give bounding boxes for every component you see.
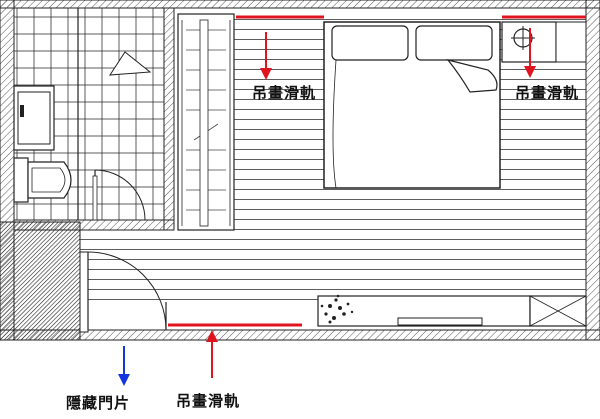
bed — [323, 21, 501, 189]
plant — [320, 294, 354, 324]
bathroom-partition — [0, 7, 175, 341]
annotation-arrows — [118, 28, 536, 386]
arrow-down-icon — [118, 374, 130, 386]
arrow-up-icon — [206, 330, 218, 342]
cabinet — [555, 21, 587, 63]
label-rail-top-right: 吊畫滑軌 — [515, 84, 580, 102]
entry-door — [79, 251, 167, 333]
bathroom-door-swing — [92, 169, 146, 221]
tv-cabinet — [317, 295, 587, 327]
label-rail-top-left: 吊畫滑軌 — [252, 84, 317, 102]
arrow-down-icon — [524, 66, 536, 78]
label-hidden-door: 隱藏門片 — [66, 394, 131, 412]
picture-rails — [168, 15, 586, 327]
label-rail-bottom: 吊畫滑軌 — [176, 392, 241, 410]
shower-screen — [109, 51, 152, 76]
arrow-down-icon — [260, 68, 272, 80]
toilet — [13, 157, 72, 203]
bathroom-sink — [13, 85, 55, 151]
wardrobe — [177, 13, 235, 231]
